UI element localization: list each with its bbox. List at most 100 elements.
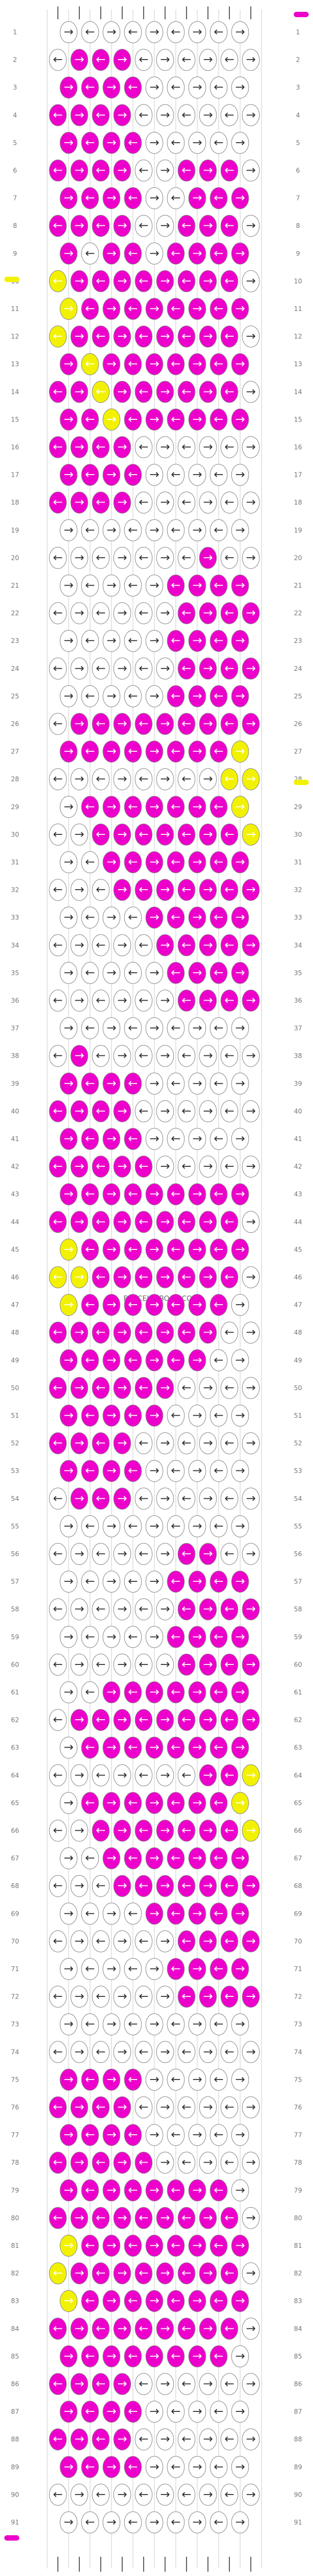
knot-arrow: ←	[139, 1824, 148, 1838]
knot-arrow: ←	[53, 385, 63, 398]
knot	[167, 1017, 185, 1040]
knot	[210, 961, 228, 984]
knot	[188, 741, 206, 763]
knot	[102, 1903, 121, 1925]
knot-arrow: →	[246, 1437, 256, 1450]
knot	[210, 1294, 228, 1316]
knot-arrow: →	[150, 1021, 159, 1035]
knot	[49, 49, 67, 71]
knot-arrow: ←	[96, 994, 106, 1008]
knot	[70, 1321, 88, 1344]
knot	[135, 1930, 153, 1952]
knot-arrow: →	[64, 1464, 73, 1478]
knot	[59, 21, 78, 43]
knot	[188, 1017, 206, 1040]
knot-arrow: ←	[225, 53, 234, 66]
knot-arrow: →	[192, 1796, 202, 1810]
knot	[70, 104, 88, 127]
knot-arrow: →	[150, 413, 159, 426]
knot-arrow: →	[192, 1963, 202, 1976]
knot	[156, 2207, 174, 2229]
knot	[220, 768, 239, 790]
knot	[81, 1903, 99, 1925]
knot-arrow: ←	[214, 358, 223, 371]
row-number-left: 46	[11, 1274, 19, 1281]
knot-arrow: ←	[128, 81, 138, 94]
knot	[145, 1571, 163, 1593]
knot	[231, 2068, 249, 2091]
knot-arrow: →	[160, 883, 170, 897]
knot	[81, 2401, 99, 2423]
knot	[188, 519, 206, 542]
knot-arrow: ←	[128, 523, 138, 537]
knot-arrow: ←	[96, 219, 106, 233]
knot-arrow: →	[235, 1520, 245, 1533]
knot	[145, 2124, 163, 2146]
knot-arrow: →	[64, 856, 73, 869]
knot	[102, 519, 121, 542]
knot-arrow: ←	[128, 2405, 138, 2418]
knot	[156, 989, 174, 1012]
knot	[145, 1847, 163, 1870]
knot	[113, 1986, 131, 2008]
knot	[145, 1681, 163, 1704]
knot	[231, 187, 249, 210]
knot	[210, 1792, 228, 1814]
knot	[135, 491, 153, 514]
knot-arrow: ←	[182, 1935, 191, 1948]
knot-arrow: ←	[53, 108, 63, 122]
knot	[113, 1432, 131, 1455]
knot	[102, 1847, 121, 1870]
row-number-left: 47	[11, 1301, 19, 1309]
knot-arrow: ←	[171, 1243, 181, 1256]
knot	[177, 879, 196, 901]
knot-arrow: ←	[85, 2128, 95, 2142]
knot-arrow: →	[117, 1381, 127, 1395]
knot	[231, 353, 249, 375]
knot	[135, 1543, 153, 1565]
knot	[199, 1764, 217, 1787]
knot-arrow: →	[160, 2322, 170, 2335]
knot	[188, 2068, 206, 2091]
knot	[49, 2373, 67, 2395]
knot	[70, 713, 88, 735]
knot-arrow: ←	[139, 828, 148, 841]
knot-arrow: →	[64, 1188, 73, 1201]
row-number-right: 36	[294, 997, 302, 1004]
knot	[145, 685, 163, 707]
knot-arrow: →	[117, 1326, 127, 1339]
row-number-left: 43	[11, 1190, 19, 1198]
knot	[188, 2511, 206, 2534]
knot-arrow: →	[192, 247, 202, 260]
knot	[70, 1156, 88, 1178]
knot-arrow: →	[203, 1713, 213, 1727]
knot	[59, 2401, 78, 2423]
knot	[177, 934, 196, 957]
knot-arrow: →	[192, 468, 202, 482]
knot	[220, 2207, 239, 2229]
knot	[145, 1017, 163, 1040]
knot-arrow: ←	[171, 247, 181, 260]
knot	[220, 1156, 239, 1178]
knot-arrow: →	[74, 1768, 84, 1782]
knot-arrow: ←	[214, 191, 223, 205]
knot	[199, 879, 217, 901]
knot	[231, 685, 249, 707]
knot	[135, 1321, 153, 1344]
knot	[124, 187, 142, 210]
knot	[145, 1183, 163, 1205]
knot	[70, 2262, 88, 2285]
knot	[124, 2345, 142, 2367]
knot-arrow: →	[192, 358, 202, 371]
knot-arrow: ←	[171, 1464, 181, 1478]
knot-arrow: ←	[96, 662, 106, 675]
knot	[59, 1072, 78, 1095]
knot-arrow: →	[150, 1353, 159, 1367]
